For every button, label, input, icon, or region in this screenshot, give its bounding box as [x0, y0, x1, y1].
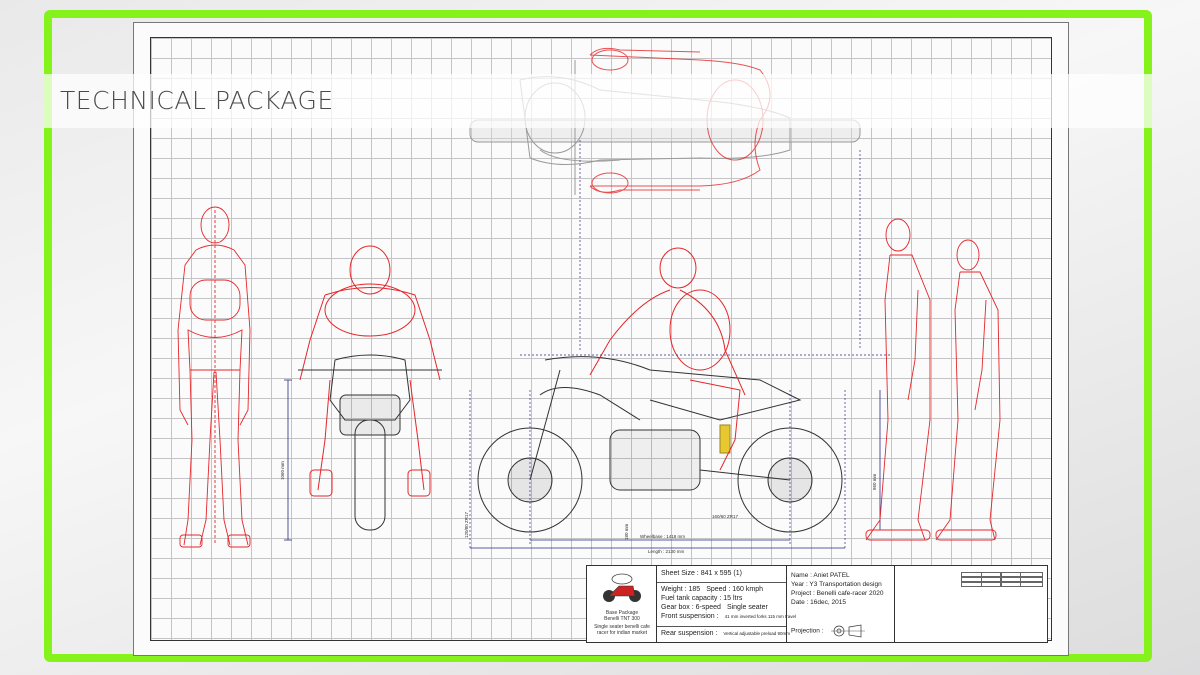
title-block-author: Name : Aniet PATEL Year : Y3 Transportat…	[787, 566, 895, 642]
side-view-dimensions	[469, 140, 890, 550]
author-year: Year : Y3 Transportation design	[791, 581, 882, 588]
weight-spec: Weight : 185	[661, 586, 701, 593]
rear-suspension-value: Vertical adjustable preload 90mm	[723, 631, 790, 636]
project-name: Project : Benelli cafe-racer 2020	[791, 590, 884, 597]
front-view-motorcycle	[298, 354, 442, 531]
title-block-dimension-table	[895, 566, 1047, 642]
title-banner: TECHNICAL PACKAGE	[44, 74, 1152, 128]
front-suspension-value: 41 mm inverted forks 115 mm travel	[724, 614, 797, 619]
length-label: Length : 2130 mm	[648, 549, 685, 554]
front-suspension-label: Front suspension :	[661, 613, 719, 620]
side-view-rider	[589, 247, 746, 471]
dimension-mini-table	[961, 572, 1043, 588]
author-name: Name : Aniet PATEL	[791, 572, 850, 579]
projection-label: Projection :	[791, 627, 824, 635]
highlight-frame	[44, 10, 1152, 662]
gearbox-spec: Gear box : 6-speed	[661, 604, 721, 611]
side-height-label: 860 mm	[872, 473, 877, 490]
seater-spec: Single seater	[726, 604, 768, 611]
rear-suspension-label: Rear suspension :	[661, 630, 718, 637]
projection-symbol-icon	[831, 624, 866, 638]
speed-spec: Speed : 160 kmph	[706, 586, 764, 593]
wheelbase-line	[470, 390, 881, 549]
package-model: Benelli TNT 300	[604, 616, 640, 622]
rear-tire-label: 160/60 ZR17	[712, 514, 739, 519]
fuel-spec: Fuel tank capacity : 15 ltrs	[661, 595, 743, 602]
motorcycle-thumbnail-icon	[603, 573, 641, 602]
page-title: TECHNICAL PACKAGE	[60, 86, 334, 115]
front-view-rider	[299, 245, 441, 497]
front-height-dimension	[284, 379, 292, 541]
wheelbase-label: Wheelbase : 1418 mm	[640, 534, 685, 539]
title-block-package: Base Package Benelli TNT 300 Single seat…	[587, 566, 657, 642]
side-view-motorcycle	[477, 356, 843, 533]
side-standing-human-2	[935, 239, 1001, 541]
package-desc: Single seater benelli cafe racer for ind…	[594, 624, 650, 636]
side-standing-human-1	[865, 218, 931, 541]
ground-clearance-label: 180 mm	[624, 523, 629, 540]
drawing-date: Date : 16dec, 2015	[791, 599, 846, 606]
sheet-size: Sheet Size : 841 x 595 (1)	[661, 570, 742, 577]
front-standing-human	[177, 206, 251, 548]
front-height-label: 1060 mm	[280, 461, 285, 480]
title-block: Base Package Benelli TNT 300 Single seat…	[586, 565, 1048, 643]
package-name: Base Package	[605, 610, 639, 616]
front-tire-label: 120/80 ZR17	[464, 511, 469, 538]
